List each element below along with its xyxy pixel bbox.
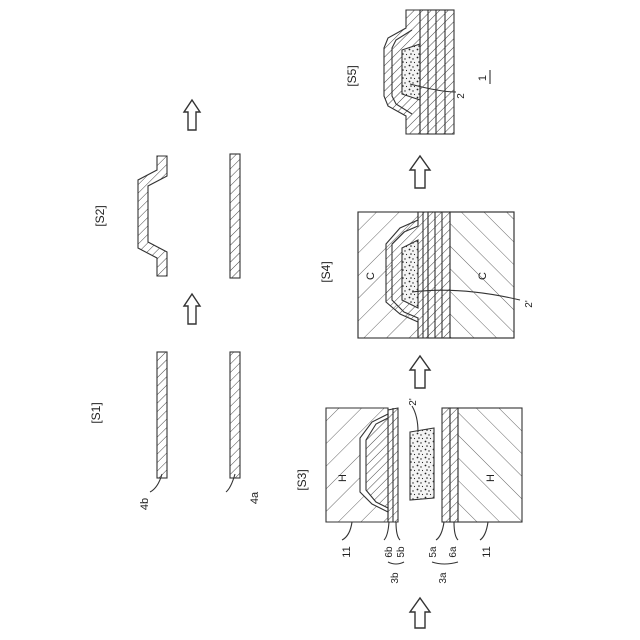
label-core-2-prime-s3: 2' <box>408 398 419 406</box>
step-label-s4: [S4] <box>319 261 333 282</box>
product-bottom-laminate <box>420 10 454 134</box>
film-4a-flat <box>230 154 240 278</box>
label-5b: 5b <box>396 546 407 558</box>
arrow-into-s3 <box>410 598 430 628</box>
core-2-prime <box>410 428 434 500</box>
step-s5: [S5] 2 1 <box>345 10 490 134</box>
label-5a: 5a <box>428 546 439 558</box>
label-core-2: 2 <box>456 93 467 99</box>
product-core-2 <box>402 44 420 100</box>
label-3b: 3b <box>390 572 401 584</box>
arrow-s4-s5 <box>410 156 430 188</box>
arrow-s1-s2 <box>184 294 200 324</box>
label-mold-h-upper: H <box>337 474 349 482</box>
label-4a: 4a <box>249 491 261 504</box>
step-label-s3: [S3] <box>295 469 309 490</box>
label-mold-c-upper: C <box>365 272 377 280</box>
label-mold-c-lower: C <box>477 272 489 280</box>
film-4a <box>230 352 240 478</box>
label-11-upper: 11 <box>341 546 353 557</box>
step-s2: [S2] <box>93 154 240 278</box>
film-4b <box>157 352 167 478</box>
label-product-1: 1 <box>477 75 489 81</box>
layer-5a <box>442 408 450 522</box>
step-label-s5: [S5] <box>345 65 359 86</box>
layer-3a-s4 <box>428 212 450 338</box>
arrow-s3-s4 <box>410 356 430 388</box>
step-label-s2: [S2] <box>93 205 107 226</box>
layer-6a <box>450 408 458 522</box>
label-4b: 4b <box>139 498 151 510</box>
arrow-s2-out <box>184 100 200 130</box>
core-2-prime-s4 <box>402 240 418 308</box>
label-11-lower: 11 <box>481 546 493 557</box>
step-s1: [S1] 4b 4a <box>89 352 261 510</box>
film-4b-formed <box>138 156 167 276</box>
label-3a: 3a <box>438 572 449 584</box>
label-mold-h-lower: H <box>485 474 497 482</box>
label-core-2-prime-s4: 2' <box>524 300 535 308</box>
mold-h-lower <box>458 408 522 522</box>
step-s4: [S4] C C 2' <box>319 212 535 338</box>
label-6b: 6b <box>384 546 395 558</box>
step-s3: [S3] H H 2' 11 11 6b 5b 3b 5a 6a 3a <box>295 398 522 583</box>
step-label-s1: [S1] <box>89 402 103 423</box>
label-6a: 6a <box>448 546 459 558</box>
